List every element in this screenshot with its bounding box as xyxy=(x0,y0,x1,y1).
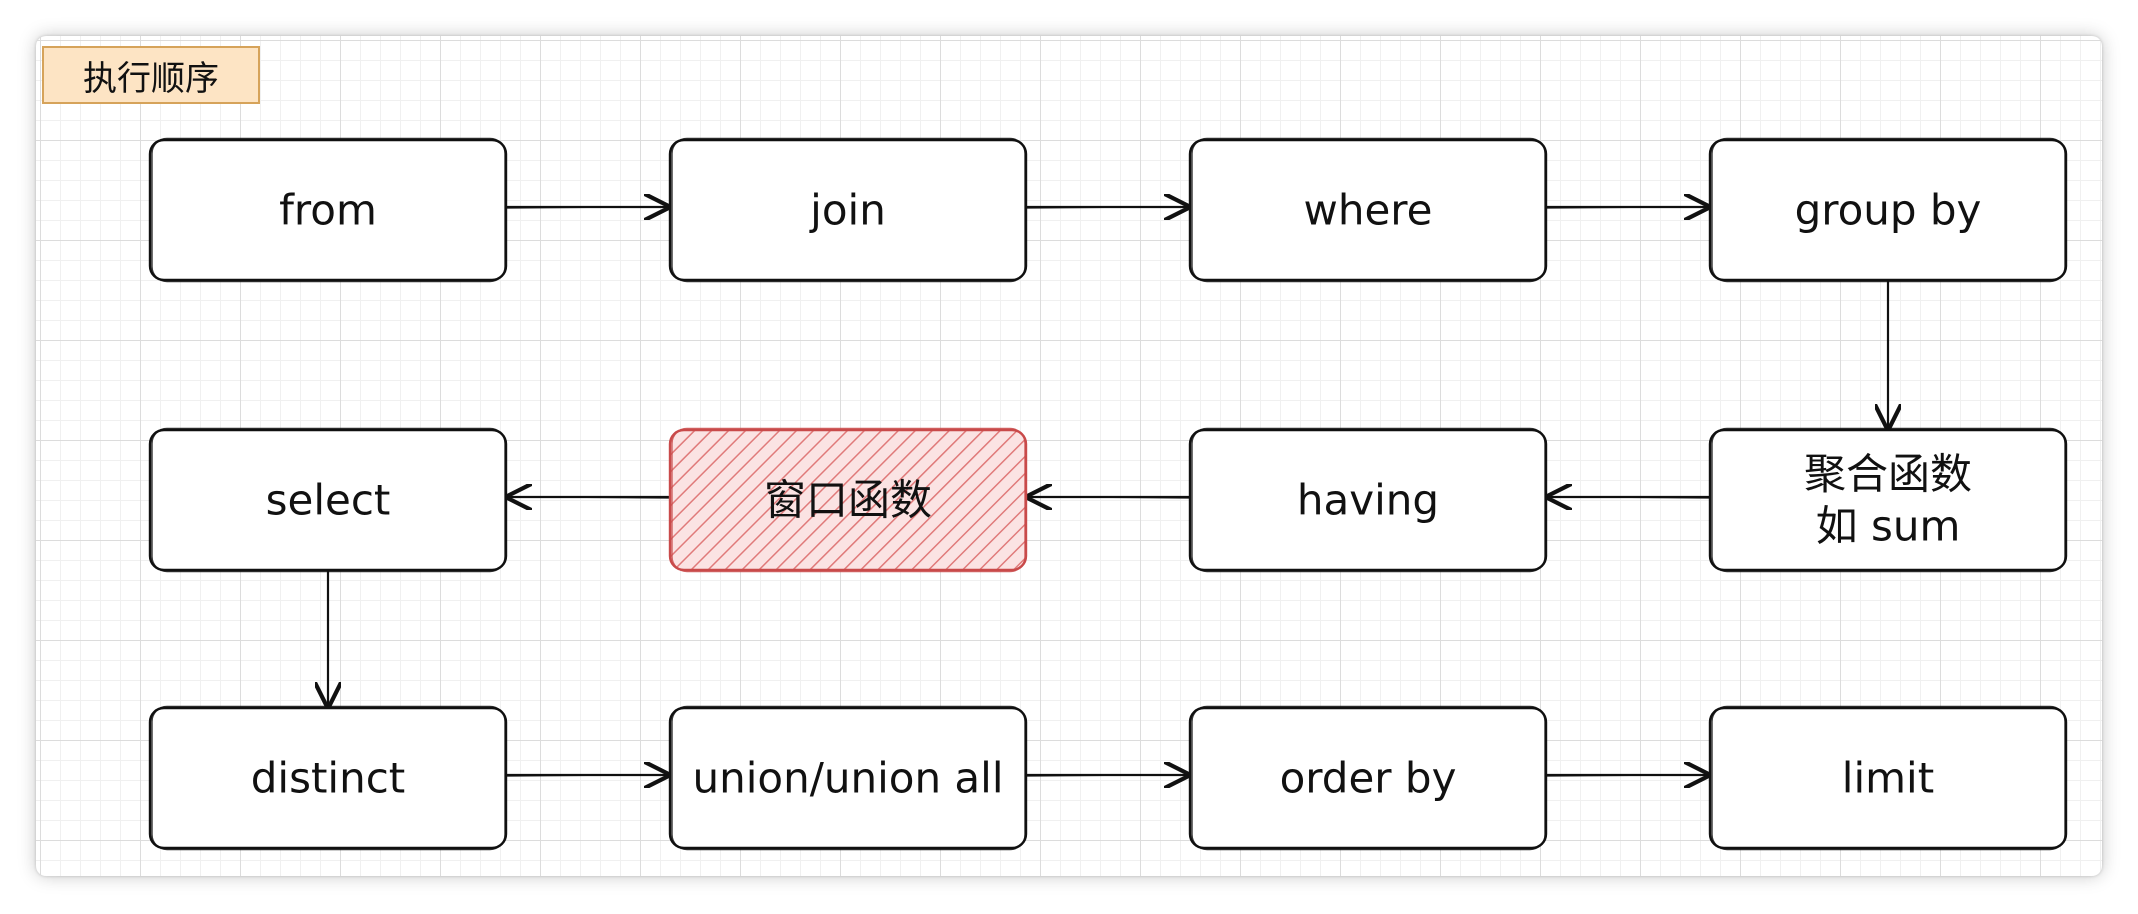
edge-sketch-order-by-to-limit xyxy=(1545,774,1709,777)
node-order-by: order by xyxy=(1188,705,1548,851)
edge-sketch-where-to-group-by xyxy=(1545,206,1709,209)
node-label-join: join xyxy=(809,186,886,235)
node-where: where xyxy=(1188,137,1548,283)
node-window: 窗口函数 xyxy=(668,427,1028,573)
node-label-where: where xyxy=(1304,186,1433,235)
node-label-limit: limit xyxy=(1842,754,1934,803)
edge-sketch-union-to-order-by xyxy=(1025,774,1189,777)
edge-sketch-from-to-join xyxy=(505,206,669,209)
node-sublabel-aggregate: 如 sum xyxy=(1816,502,1961,551)
node-label-group-by: group by xyxy=(1795,186,1982,235)
edges xyxy=(328,207,1888,777)
edge-sketch-having-to-window xyxy=(1027,496,1191,499)
node-join: join xyxy=(668,137,1028,283)
node-label-aggregate: 聚合函数 xyxy=(1804,450,1972,499)
diagram-title: 执行顺序 xyxy=(42,46,260,104)
node-group-by: group by xyxy=(1708,137,2068,283)
diagram-canvas: 执行顺序 from join where group by 聚合函数如 sum havin… xyxy=(36,36,2102,876)
node-label-window: 窗口函数 xyxy=(764,476,932,525)
edge-sketch-window-to-select xyxy=(507,496,671,499)
node-having: having xyxy=(1188,427,1548,573)
node-union: union/union all xyxy=(668,705,1028,851)
node-label-order-by: order by xyxy=(1280,754,1457,803)
node-select: select xyxy=(148,427,508,573)
edge-sketch-aggregate-to-having xyxy=(1547,496,1711,499)
node-label-distinct: distinct xyxy=(251,754,406,803)
node-from: from xyxy=(148,137,508,283)
node-distinct: distinct xyxy=(148,705,508,851)
node-limit: limit xyxy=(1708,705,2068,851)
node-label-union: union/union all xyxy=(692,754,1003,803)
edge-sketch-join-to-where xyxy=(1025,206,1189,209)
edge-sketch-distinct-to-union xyxy=(505,774,669,777)
node-label-select: select xyxy=(266,476,391,525)
node-label-from: from xyxy=(279,186,377,235)
node-label-having: having xyxy=(1297,476,1439,525)
